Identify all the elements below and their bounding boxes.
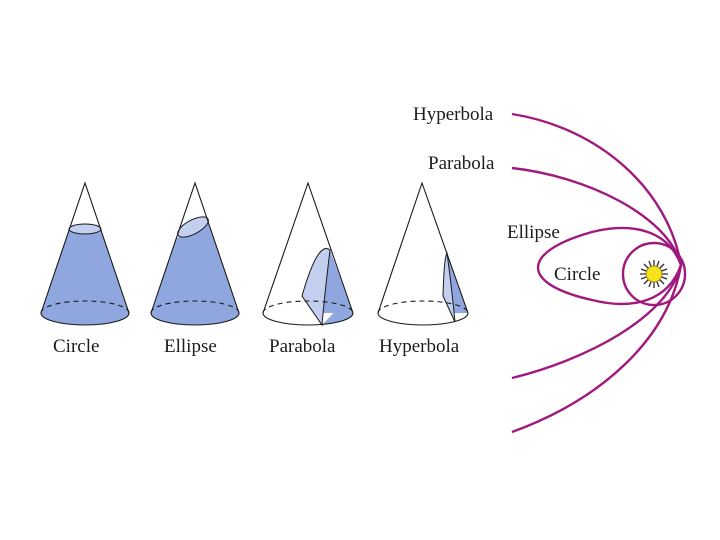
cone-hyperbola-base-back xyxy=(377,300,469,314)
cone-hyperbola-outline xyxy=(377,181,469,314)
cone-label-hyperbola: Hyperbola xyxy=(379,336,460,357)
cone-ellipse xyxy=(150,181,240,326)
cone-label-ellipse: Ellipse xyxy=(164,336,217,357)
cone-hyperbola xyxy=(377,181,469,326)
cone-parabola xyxy=(262,181,354,327)
cone-parabola-base-piece xyxy=(322,300,354,325)
ellipse-cross-section xyxy=(177,216,209,238)
cone-hyperbola-fill xyxy=(447,253,468,313)
orbit-label-ellipse: Ellipse xyxy=(507,222,560,243)
cone-hyperbola-base-front xyxy=(377,312,469,326)
orbit-label-parabola: Parabola xyxy=(428,153,495,174)
cone-circle-base-back xyxy=(40,300,130,314)
cone-circle xyxy=(40,181,130,326)
orbit-label-circle: Circle xyxy=(554,264,600,285)
parabola-cross-section xyxy=(301,248,331,327)
orbit-label-hyperbola: Hyperbola xyxy=(413,104,494,125)
cone-parabola-base-front xyxy=(262,312,354,326)
cone-circle-base-front xyxy=(40,312,130,326)
cone-ellipse-base xyxy=(151,301,239,325)
cone-label-circle: Circle xyxy=(53,336,99,357)
cone-ellipse-base-back xyxy=(150,300,240,314)
ellipse-orbit xyxy=(536,226,683,306)
cone-parabola-base-back xyxy=(262,300,354,314)
sun-icon xyxy=(640,260,668,288)
circle-orbit xyxy=(621,241,687,307)
cone-ellipse-base-front xyxy=(150,312,240,326)
sun-disc xyxy=(645,265,663,283)
cone-circle-outline xyxy=(40,181,130,314)
cone-parabola-outline xyxy=(262,181,354,314)
cone-circle-base xyxy=(41,301,129,325)
cone-ellipse-outline xyxy=(150,181,240,314)
cone-label-parabola: Parabola xyxy=(269,336,336,357)
orbit-paths xyxy=(511,112,687,434)
circle-cross-section xyxy=(68,223,102,235)
